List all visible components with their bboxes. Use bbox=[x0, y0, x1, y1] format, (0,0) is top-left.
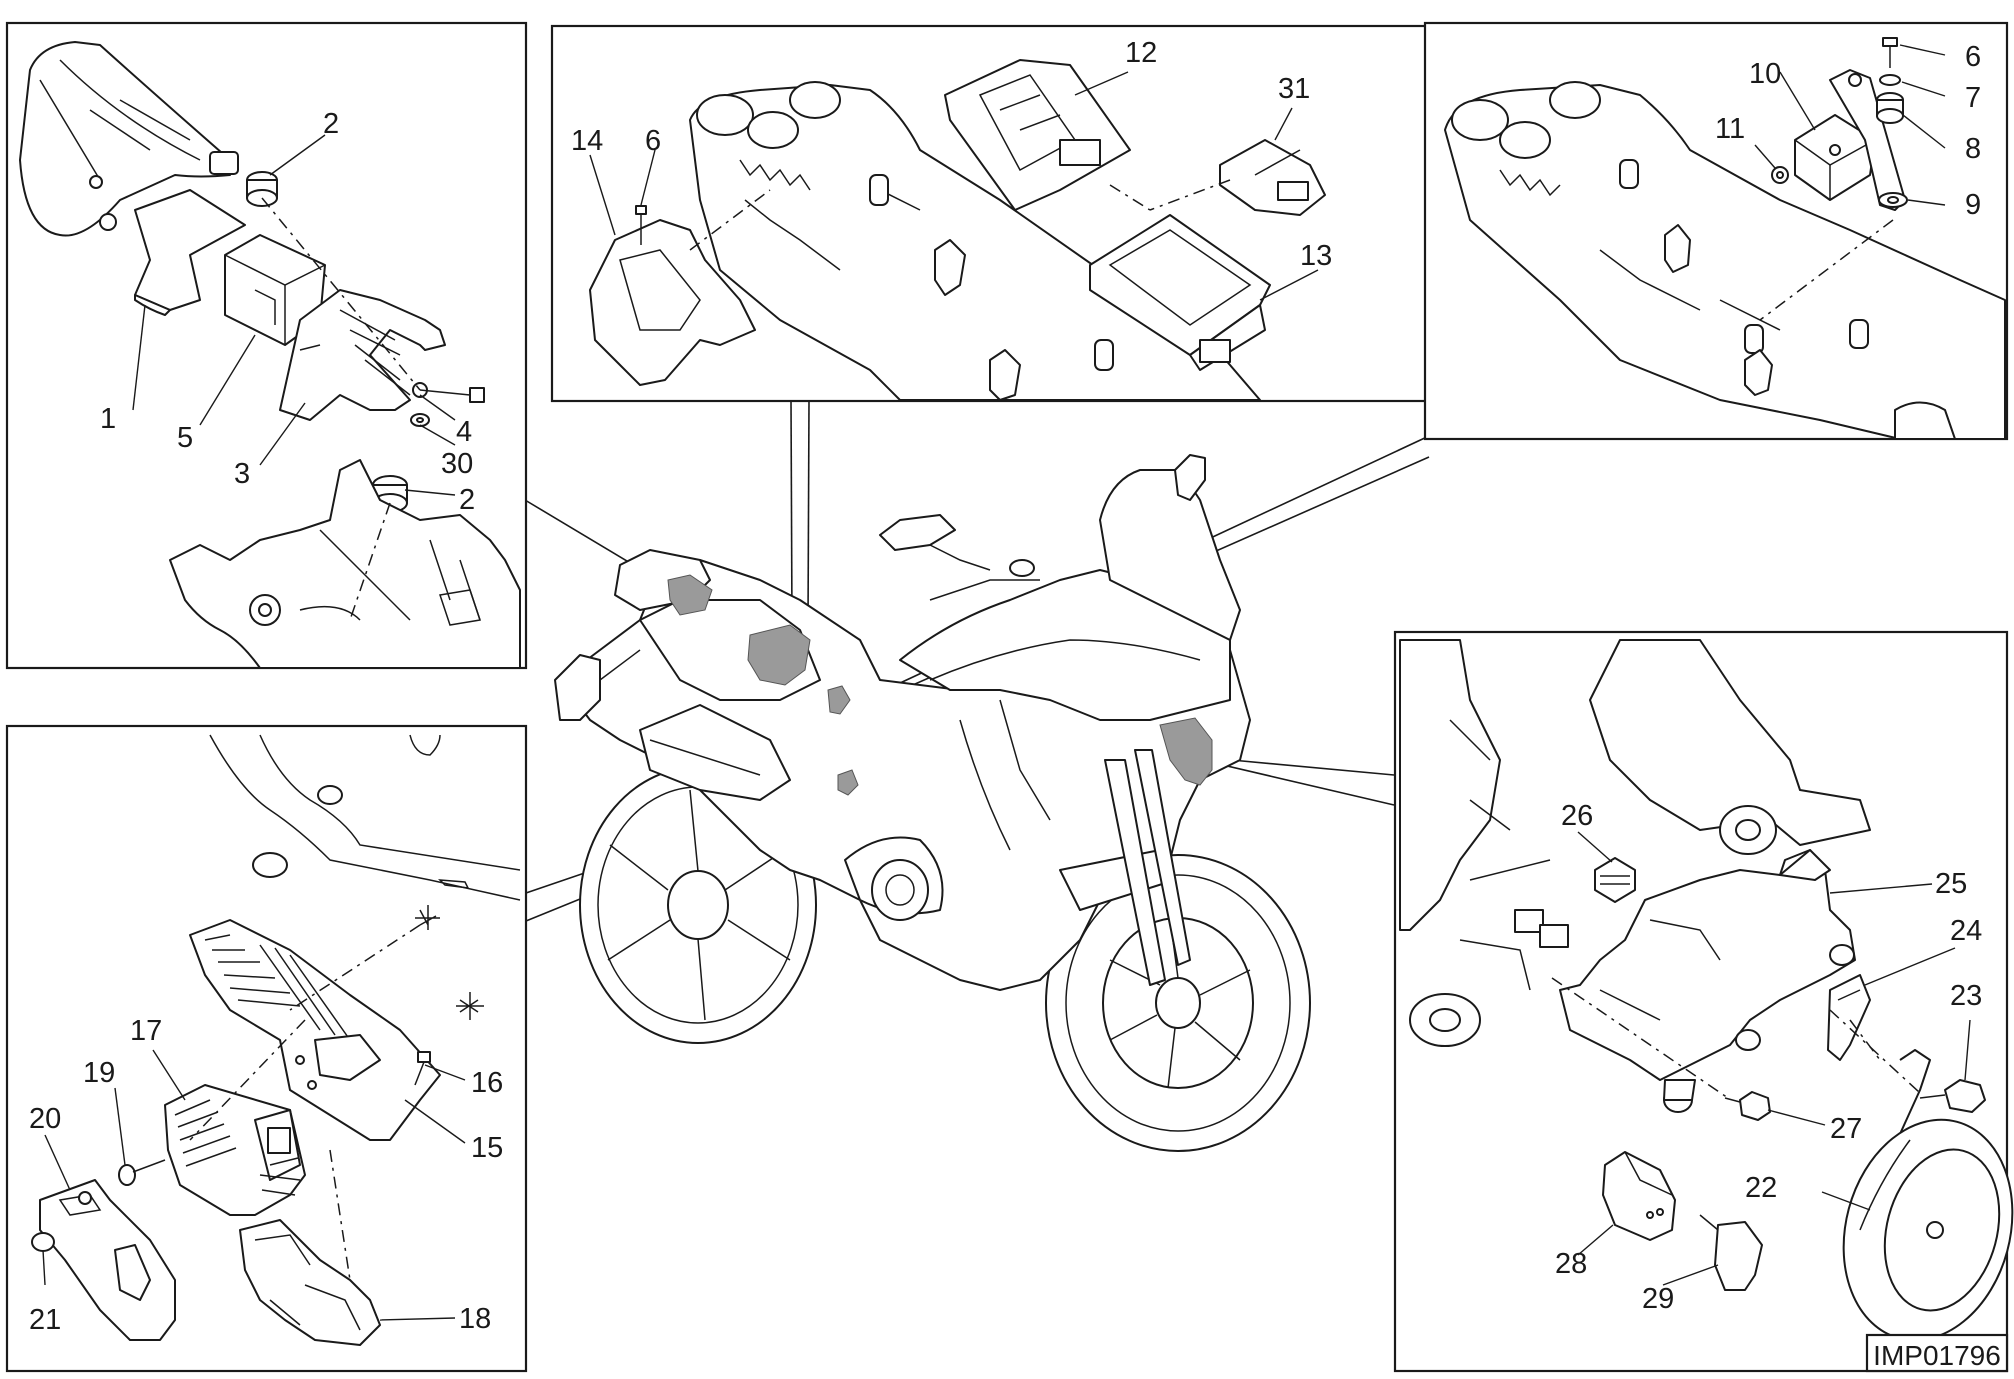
callout-1: 1 bbox=[100, 403, 116, 435]
callout-5: 5 bbox=[177, 422, 193, 454]
connector-29 bbox=[1699, 1214, 1763, 1291]
cover-20 bbox=[39, 1179, 176, 1341]
handlebar-mirrors bbox=[879, 454, 1206, 601]
motorcycle-illustration bbox=[554, 454, 1311, 1152]
callout-leaders-top-center bbox=[589, 71, 1319, 301]
callout-22: 22 bbox=[1745, 1172, 1777, 1204]
side-frame-outline bbox=[209, 734, 521, 901]
callout-2b: 2 bbox=[459, 484, 475, 516]
screw-4 bbox=[412, 382, 485, 403]
callout-26: 26 bbox=[1561, 800, 1593, 832]
callout-24: 24 bbox=[1950, 915, 1982, 947]
drawing-code-box: IMP01796 bbox=[1865, 1333, 2009, 1373]
clip-fasteners bbox=[415, 905, 484, 1020]
panel-top-left bbox=[5, 21, 528, 670]
drawing-code: IMP01796 bbox=[1873, 1340, 2001, 1371]
panel-bottom-left bbox=[5, 724, 528, 1373]
callout-19: 19 bbox=[83, 1057, 115, 1089]
tail-light-assembly bbox=[19, 41, 239, 237]
callout-leaders-top-left bbox=[132, 134, 456, 496]
callout-12: 12 bbox=[1125, 37, 1157, 69]
highlighted-locations bbox=[667, 574, 1213, 796]
clip-24 bbox=[1827, 974, 1871, 1061]
callout-15: 15 bbox=[471, 1132, 503, 1164]
callout-11: 11 bbox=[1715, 113, 1745, 145]
subframe-top-right bbox=[1444, 81, 2006, 440]
callout-6a: 6 bbox=[645, 125, 661, 157]
washer-9 bbox=[1878, 192, 1908, 208]
tray-12 bbox=[944, 59, 1131, 211]
washer-30 bbox=[410, 413, 430, 427]
frame-section bbox=[169, 459, 521, 669]
regulator-17 bbox=[164, 1084, 306, 1216]
headstock-frame bbox=[1399, 639, 1871, 1047]
callout-4: 4 bbox=[456, 416, 472, 448]
callout-8: 8 bbox=[1965, 133, 1981, 165]
callout-20: 20 bbox=[29, 1103, 61, 1135]
callout-28: 28 bbox=[1555, 1248, 1587, 1280]
callout-16: 16 bbox=[471, 1067, 503, 1099]
clip-26 bbox=[1594, 857, 1636, 903]
posts bbox=[869, 174, 1114, 401]
callout-30: 30 bbox=[441, 448, 473, 480]
screw-21 bbox=[31, 1232, 55, 1252]
callout-leaders-top-right bbox=[1754, 44, 1946, 206]
fork bbox=[1104, 749, 1191, 986]
callout-18: 18 bbox=[459, 1303, 491, 1335]
screw-6 bbox=[635, 205, 647, 245]
callout-17: 17 bbox=[130, 1015, 162, 1047]
callout-6b: 6 bbox=[1965, 41, 1981, 73]
callout-labels: 1 2 3 5 4 30 2 14 6 12 31 13 10 11 6 7 8… bbox=[29, 37, 1982, 1336]
callout-10: 10 bbox=[1749, 58, 1781, 90]
callout-9: 9 bbox=[1965, 189, 1981, 221]
callout-23: 23 bbox=[1950, 980, 1982, 1012]
cover-18 bbox=[239, 1219, 381, 1346]
support-3 bbox=[279, 289, 446, 421]
subframe-top bbox=[689, 81, 1261, 401]
callout-7: 7 bbox=[1965, 82, 1981, 114]
control-unit-5 bbox=[224, 234, 326, 346]
bracket-14 bbox=[589, 219, 756, 386]
callout-25: 25 bbox=[1935, 868, 1967, 900]
callout-14: 14 bbox=[571, 125, 603, 157]
front-wheel bbox=[1045, 854, 1311, 1152]
bush-8 bbox=[1876, 92, 1904, 124]
bike-body bbox=[559, 559, 1251, 991]
callout-leaders-bottom-left bbox=[42, 1049, 466, 1321]
bracket-1 bbox=[134, 189, 246, 316]
bolt-23 bbox=[1919, 1079, 1986, 1113]
sensor-10 bbox=[1794, 114, 1876, 201]
callout-31: 31 bbox=[1278, 73, 1310, 105]
callout-27: 27 bbox=[1830, 1113, 1862, 1145]
exhaust bbox=[639, 704, 791, 801]
callout-13: 13 bbox=[1300, 240, 1332, 272]
callout-21: 21 bbox=[29, 1304, 61, 1336]
module-31 bbox=[1219, 139, 1326, 216]
windscreen bbox=[1099, 469, 1241, 641]
shield-15 bbox=[189, 919, 441, 1141]
callout-2a: 2 bbox=[323, 108, 339, 140]
nut-11 bbox=[1771, 166, 1789, 184]
horn-bracket-25 bbox=[1559, 849, 1856, 1113]
screw-16 bbox=[414, 1051, 431, 1086]
screw-19 bbox=[118, 1159, 166, 1186]
grommet bbox=[246, 171, 278, 207]
screw-6-right bbox=[1882, 37, 1898, 68]
control-unit-13 bbox=[1089, 214, 1271, 371]
callout-leaders-bottom-right bbox=[1577, 831, 1971, 1286]
panel-top-right bbox=[1423, 21, 2009, 441]
relay-28 bbox=[1602, 1151, 1676, 1241]
washer-7 bbox=[1879, 74, 1901, 86]
bolt-27 bbox=[1724, 1091, 1771, 1121]
panel-bottom-right bbox=[1393, 630, 2014, 1373]
callout-3: 3 bbox=[234, 458, 250, 490]
callout-29: 29 bbox=[1642, 1283, 1674, 1315]
